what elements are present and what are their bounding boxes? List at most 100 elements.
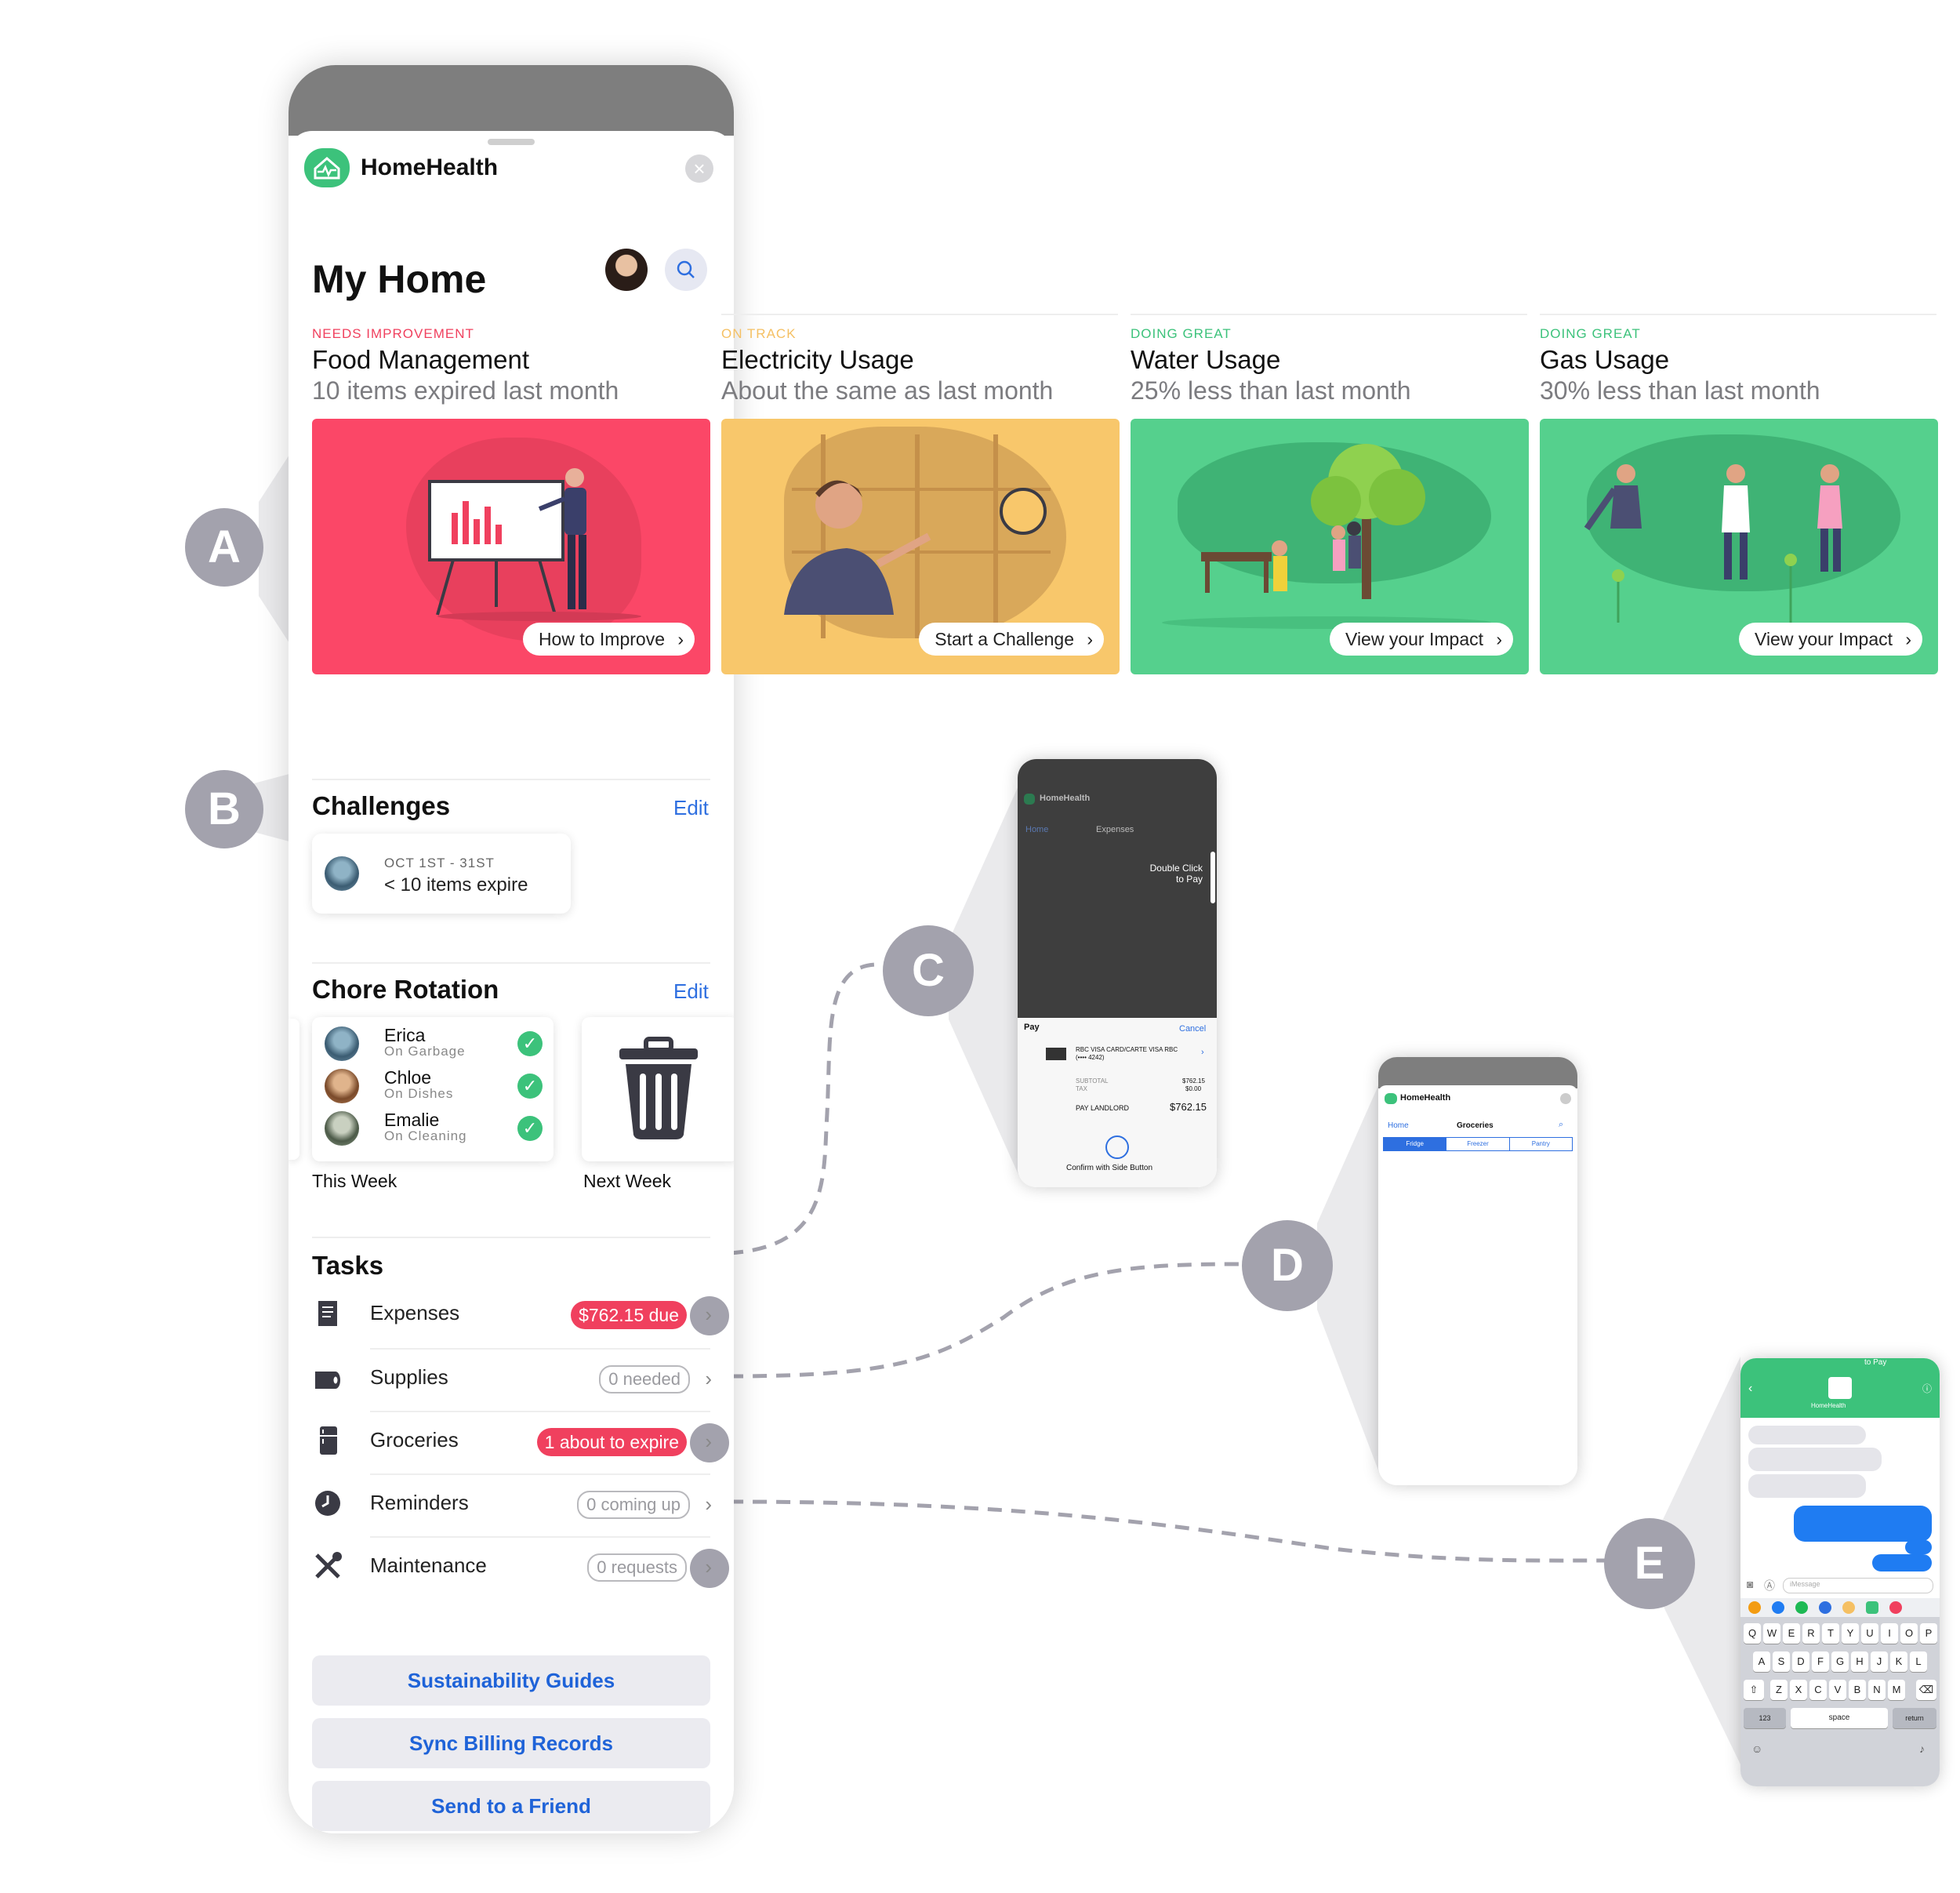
message-input[interactable]: iMessage (1783, 1578, 1933, 1593)
delete-key[interactable]: ⌫ (1916, 1680, 1936, 1700)
callout-b: B (185, 770, 263, 848)
view-your-impact-button[interactable]: View your Impact› (1330, 623, 1513, 656)
numbers-key[interactable]: 123 (1744, 1708, 1786, 1728)
tab-freezer[interactable]: Freezer (1446, 1138, 1508, 1150)
key-x[interactable]: X (1790, 1680, 1807, 1700)
app-store-icon[interactable]: Ⓐ (1764, 1579, 1775, 1592)
next-week-card[interactable] (582, 1017, 734, 1161)
key-h[interactable]: H (1851, 1651, 1868, 1672)
water-usage-card[interactable]: View your Impact› (1131, 419, 1529, 674)
memoji-icon[interactable] (1842, 1601, 1855, 1614)
search-app-icon[interactable] (1819, 1601, 1831, 1614)
key-p[interactable]: P (1920, 1623, 1937, 1644)
tab-pantry[interactable]: Pantry (1508, 1138, 1572, 1150)
key-t[interactable]: T (1822, 1623, 1839, 1644)
key-g[interactable]: G (1831, 1651, 1849, 1672)
back-link[interactable]: Home (1388, 1121, 1409, 1130)
task-row-groceries[interactable]: Groceries 1 about to expire › (312, 1411, 729, 1473)
sheet-grabber[interactable] (488, 139, 535, 145)
clock-icon (315, 1491, 340, 1516)
challenge-card[interactable]: OCT 1ST - 31ST < 10 items expire (312, 834, 571, 914)
close-button[interactable]: × (685, 154, 713, 183)
checkmark-icon: ✓ (517, 1074, 543, 1099)
callout-connector-dot (690, 1423, 729, 1462)
key-k[interactable]: K (1890, 1651, 1907, 1672)
profile-avatar[interactable] (605, 249, 648, 291)
search-icon[interactable]: ⌕ (1559, 1120, 1564, 1129)
view-your-impact-button[interactable]: View your Impact› (1739, 623, 1922, 656)
search-icon (677, 260, 695, 278)
back-icon[interactable]: ‹ (1748, 1382, 1753, 1395)
button-label: View your Impact (1345, 629, 1483, 649)
homehealth-app-icon[interactable] (1866, 1601, 1878, 1614)
previous-week-card[interactable] (289, 1019, 299, 1160)
emoji-icon[interactable]: ☺ (1751, 1742, 1763, 1755)
key-z[interactable]: Z (1770, 1680, 1788, 1700)
chore-rotation-heading: Chore Rotation (312, 975, 499, 1004)
how-to-improve-button[interactable]: How to Improve› (522, 623, 695, 656)
background-app (289, 65, 734, 136)
chore-person-name: Chloe (384, 1067, 432, 1088)
sync-billing-records-button[interactable]: Sync Billing Records (312, 1718, 710, 1768)
task-row-maintenance[interactable]: Maintenance 0 requests › (312, 1536, 729, 1599)
electricity-usage-card[interactable]: Start a Challenge› (721, 419, 1120, 674)
key-u[interactable]: U (1861, 1623, 1878, 1644)
photos-app-icon[interactable] (1748, 1601, 1761, 1614)
key-s[interactable]: S (1773, 1651, 1790, 1672)
start-challenge-button[interactable]: Start a Challenge› (919, 623, 1104, 656)
sustainability-guides-button[interactable]: Sustainability Guides (312, 1655, 710, 1706)
chore-rotation-edit-link[interactable]: Edit (673, 979, 709, 1003)
send-to-friend-button[interactable]: Send to a Friend (312, 1781, 710, 1831)
double-click-hint: Double Click to Pay (1149, 863, 1203, 885)
music-app-icon[interactable] (1795, 1601, 1808, 1614)
homehealth-logo-icon (1024, 794, 1035, 805)
tab-fridge[interactable]: Fridge (1384, 1138, 1446, 1150)
heart-app-icon[interactable] (1889, 1601, 1902, 1614)
segmented-control[interactable]: Fridge Freezer Pantry (1383, 1137, 1573, 1151)
key-l[interactable]: L (1910, 1651, 1927, 1672)
close-button[interactable] (1560, 1093, 1571, 1104)
supplies-needed-badge: 0 needed (599, 1365, 690, 1393)
callout-d: D (1242, 1220, 1333, 1311)
key-m[interactable]: M (1888, 1680, 1905, 1700)
key-d[interactable]: D (1792, 1651, 1809, 1672)
microphone-icon[interactable]: ♪ (1919, 1742, 1925, 1755)
task-row-supplies[interactable]: Supplies 0 needed › (312, 1348, 712, 1411)
key-w[interactable]: W (1763, 1623, 1780, 1644)
app-store-icon[interactable] (1772, 1601, 1784, 1614)
key-o[interactable]: O (1900, 1623, 1918, 1644)
this-week-card[interactable]: Erica On Garbage ✓ Chloe On Dishes ✓ Ema… (312, 1017, 554, 1161)
app-drawer[interactable] (1740, 1598, 1940, 1617)
key-b[interactable]: B (1849, 1680, 1866, 1700)
search-button[interactable] (665, 249, 707, 291)
key-i[interactable]: I (1881, 1623, 1898, 1644)
key-r[interactable]: R (1802, 1623, 1820, 1644)
space-key[interactable]: space (1791, 1708, 1888, 1728)
key-v[interactable]: V (1829, 1680, 1846, 1700)
sent-bubble (1794, 1506, 1932, 1542)
task-row-reminders[interactable]: Reminders 0 coming up › (312, 1473, 712, 1536)
key-e[interactable]: E (1783, 1623, 1800, 1644)
food-management-card[interactable]: How to Improve› (312, 419, 710, 674)
camera-icon[interactable]: ◙ (1747, 1578, 1754, 1590)
shift-key[interactable]: ⇧ (1744, 1680, 1764, 1700)
gas-usage-card[interactable]: View your Impact› (1540, 419, 1938, 674)
key-q[interactable]: Q (1744, 1623, 1761, 1644)
cancel-link[interactable]: Cancel (1179, 1024, 1207, 1034)
return-key[interactable]: return (1893, 1708, 1936, 1728)
key-n[interactable]: N (1868, 1680, 1886, 1700)
key-j[interactable]: J (1871, 1651, 1888, 1672)
key-f[interactable]: F (1812, 1651, 1829, 1672)
expenses-pay-screen: HomeHealth Home Expenses Double Click to… (1018, 759, 1217, 1187)
key-y[interactable]: Y (1842, 1623, 1859, 1644)
key-c[interactable]: C (1809, 1680, 1827, 1700)
chore-assignment: On Garbage (384, 1044, 466, 1059)
confirm-instruction: Confirm with Side Button (1066, 1164, 1153, 1172)
key-a[interactable]: A (1753, 1651, 1770, 1672)
challenges-edit-link[interactable]: Edit (673, 796, 709, 819)
card-status: ON TRACK (721, 326, 797, 341)
card-status: NEEDS IMPROVEMENT (312, 326, 474, 341)
info-icon[interactable]: ⓘ (1922, 1383, 1933, 1394)
task-row-expenses[interactable]: Expenses $762.15 due › (312, 1284, 729, 1346)
